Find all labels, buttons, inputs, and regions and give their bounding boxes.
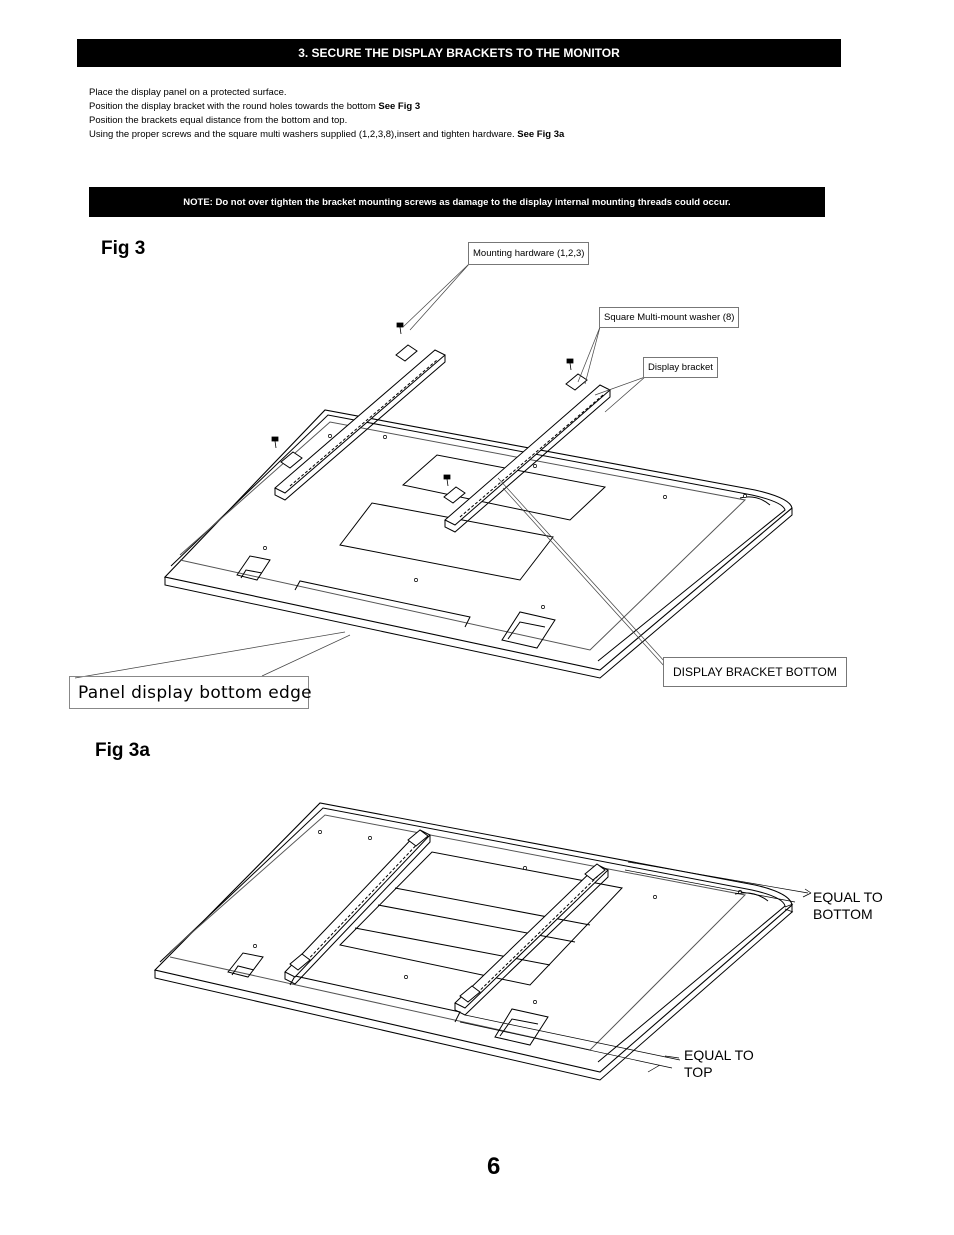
section-header: 3. SECURE THE DISPLAY BRACKETS TO THE MO… (77, 39, 841, 67)
figure-reference: See Fig 3 (378, 101, 421, 112)
page-number: 6 (487, 1153, 501, 1180)
label-line: EQUAL TO (813, 889, 883, 905)
instruction-text: Using the proper screws and the square m… (89, 129, 518, 140)
label-line: BOTTOM (813, 906, 873, 922)
fig3-title: Fig 3 (101, 238, 146, 259)
callout-square-washer: Square Multi-mount washer (8) (599, 307, 740, 328)
callout-panel-bottom-edge: Panel display bottom edge (69, 676, 312, 709)
section-title: 3. SECURE THE DISPLAY BRACKETS TO THE MO… (298, 46, 620, 60)
label-line: TOP (684, 1064, 713, 1080)
warning-note: NOTE: Do not over tighten the bracket mo… (89, 187, 825, 217)
instruction-line: Position the display bracket with the ro… (89, 100, 564, 114)
label-line: EQUAL TO (684, 1047, 754, 1063)
instruction-line: Using the proper screws and the square m… (89, 128, 564, 142)
callout-bracket-bottom: DISPLAY BRACKET BOTTOM (663, 657, 847, 687)
figure-reference: See Fig 3a (517, 129, 565, 140)
note-text: NOTE: Do not over tighten the bracket mo… (183, 196, 731, 208)
label-equal-to-top: EQUAL TO TOP (684, 1047, 754, 1081)
callout-mounting-hardware: Mounting hardware (1,2,3) (468, 242, 590, 265)
callout-display-bracket: Display bracket (643, 357, 718, 378)
instructions: Place the display panel on a protected s… (89, 86, 564, 142)
instruction-line: Place the display panel on a protected s… (89, 86, 564, 100)
instruction-text: Place the display panel on a protected s… (89, 87, 287, 98)
label-equal-to-bottom: EQUAL TO BOTTOM (813, 889, 883, 923)
instruction-line: Position the brackets equal distance fro… (89, 114, 564, 128)
instruction-text: Position the display bracket with the ro… (89, 101, 379, 112)
fig3a-title: Fig 3a (95, 740, 150, 761)
instruction-text: Position the brackets equal distance fro… (89, 115, 348, 126)
